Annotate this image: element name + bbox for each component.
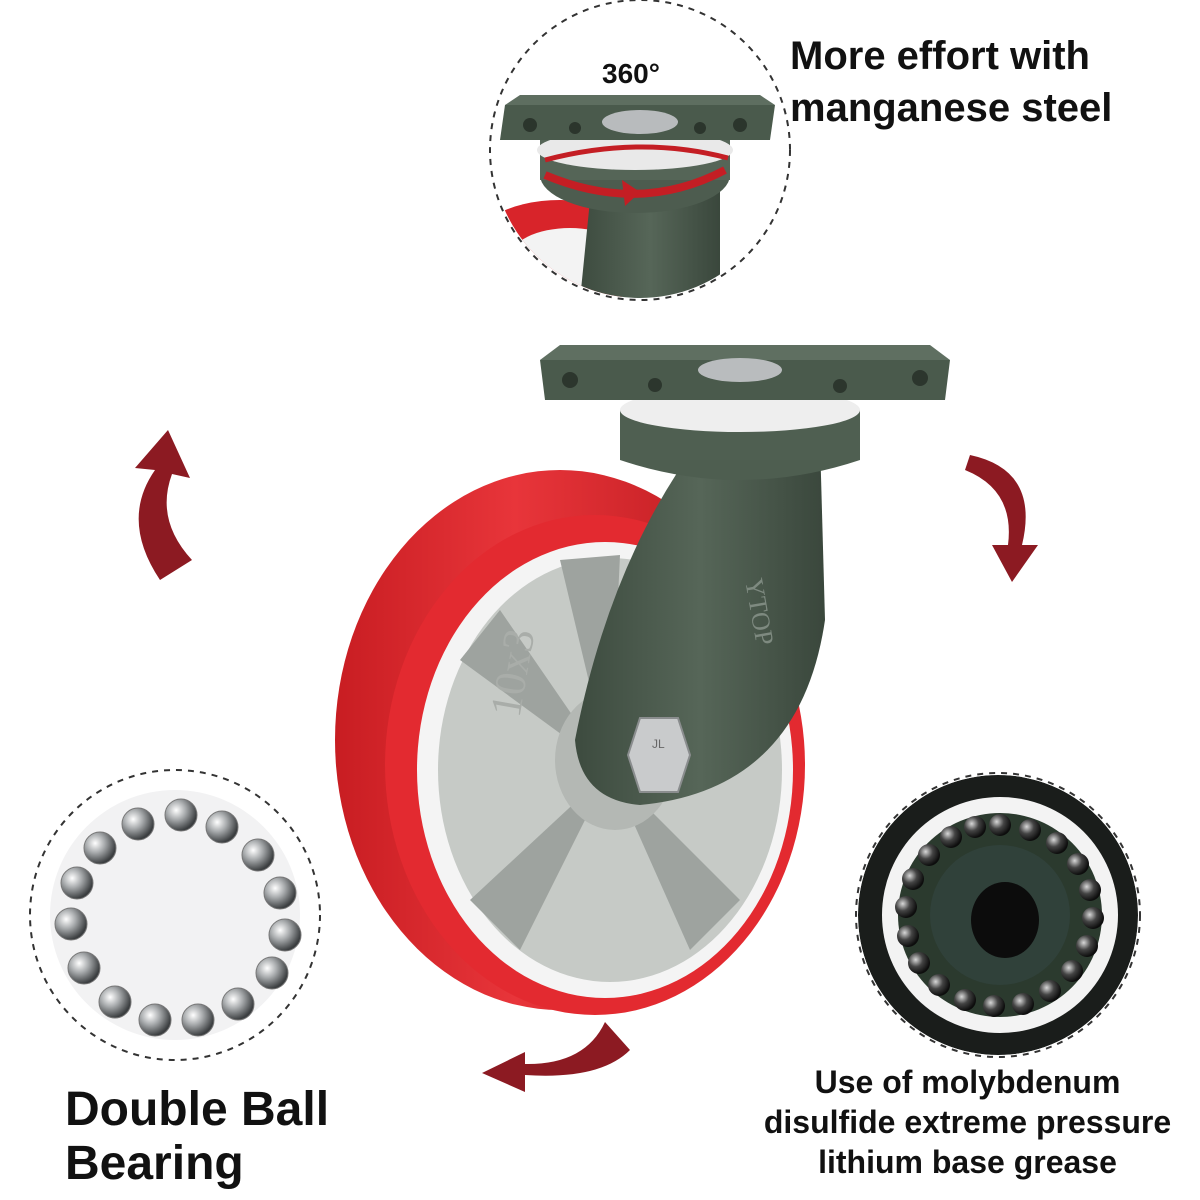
rotation-arrows bbox=[135, 430, 1038, 1092]
rotation-angle-label: 360° bbox=[602, 58, 660, 89]
grease-caption: Use of molybdenum disulfide extreme pres… bbox=[740, 1062, 1195, 1182]
caption-line: lithium base grease bbox=[818, 1144, 1117, 1180]
caption-line: manganese steel bbox=[790, 86, 1113, 130]
caption-line: More effort with bbox=[790, 34, 1090, 78]
manganese-steel-caption: More effort with manganese steel bbox=[790, 30, 1112, 134]
bolt-mark: JL bbox=[652, 737, 665, 751]
double-ball-bearing-callout bbox=[29, 769, 321, 1061]
caption-line: disulfide extreme pressure bbox=[763, 1104, 1172, 1140]
swivel-detail-callout bbox=[489, 0, 791, 301]
rotate-arrow-icon bbox=[482, 1022, 630, 1092]
greased-ball-ring bbox=[895, 814, 1104, 1017]
caption-line: Use of molybdenum bbox=[814, 1064, 1121, 1100]
caster-wheel: 10x3 YTOP JL bbox=[335, 345, 950, 1015]
double-ball-bearing-caption: Double Ball Bearing bbox=[65, 1083, 329, 1191]
grease-bearing-callout bbox=[855, 772, 1141, 1058]
caption-line: Bearing bbox=[65, 1137, 244, 1190]
rotate-arrow-icon bbox=[965, 455, 1038, 582]
caption-line: Double Ball bbox=[65, 1083, 330, 1136]
rotate-arrow-icon bbox=[135, 430, 192, 580]
bearing-ball-ring bbox=[54, 798, 302, 1037]
